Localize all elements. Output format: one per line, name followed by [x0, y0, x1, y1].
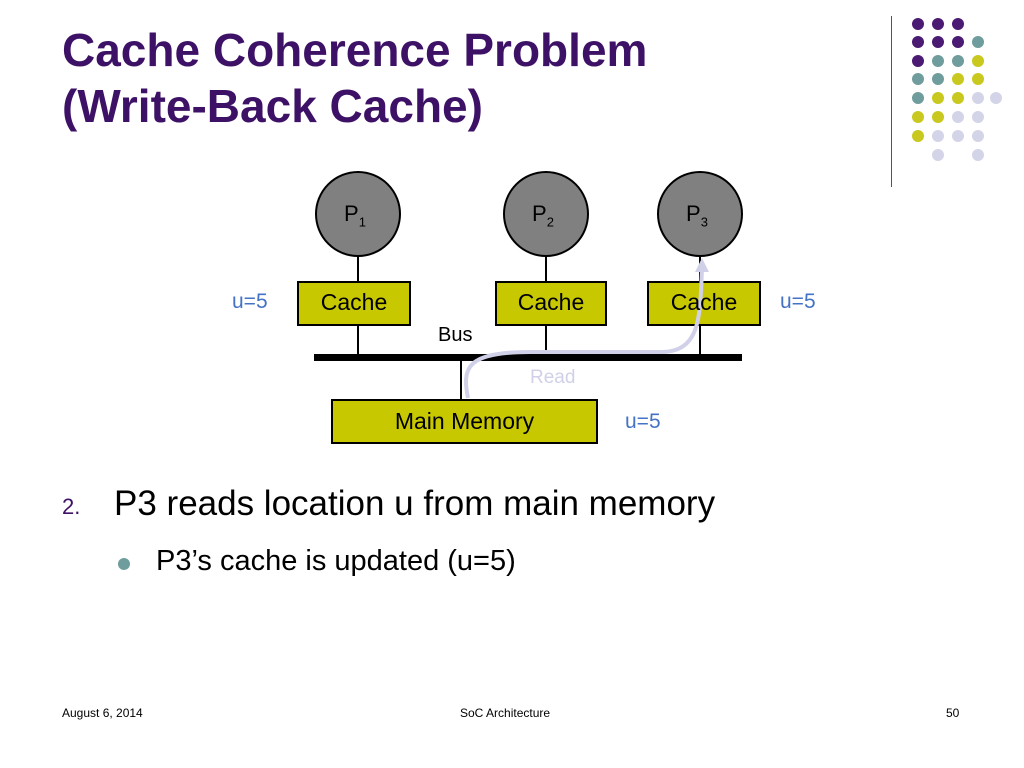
- decorative-dots: [912, 18, 1002, 161]
- bullet-number: 2.: [62, 494, 81, 519]
- slide-title: Cache Coherence Problem (Write-Back Cach…: [62, 22, 862, 134]
- footer-page-number: 50: [946, 706, 960, 720]
- p1-cache-value: u=5: [232, 290, 268, 313]
- footer-course: SoC Architecture: [460, 706, 551, 720]
- dot-grid: [912, 18, 1002, 161]
- cache-p1: [297, 281, 411, 326]
- p1-label: P1: [344, 201, 366, 230]
- cache-diagram: [297, 171, 761, 444]
- cache-p1-label: Cache: [320, 289, 388, 315]
- cache-p2-label: Cache: [517, 289, 585, 315]
- read-arrowhead: [695, 258, 709, 272]
- sub-bullet-dot: [118, 558, 130, 570]
- bus-line: [314, 354, 742, 361]
- processor-p3: [657, 171, 743, 257]
- cache-p3-label: Cache: [670, 289, 738, 315]
- divider-line: [891, 16, 892, 187]
- bus-label: Bus: [438, 324, 473, 346]
- p3-cache-value: u=5: [780, 290, 816, 313]
- cache-p3: [647, 281, 761, 326]
- footer-date: August 6, 2014: [62, 706, 143, 720]
- p2-label: P2: [532, 201, 554, 230]
- memory-value: u=5: [625, 410, 661, 433]
- read-label: Read: [530, 367, 576, 388]
- cache-p2: [495, 281, 607, 326]
- title-line-1: Cache Coherence Problem: [62, 24, 648, 76]
- title-line-2: (Write-Back Cache): [62, 80, 483, 132]
- processor-p2: [503, 171, 589, 257]
- processor-p1: [315, 171, 401, 257]
- main-memory-label: Main Memory: [394, 408, 535, 434]
- main-bullet: P3 reads location u from main memory: [114, 484, 716, 523]
- p3-label: P3: [686, 201, 708, 230]
- main-memory-box: [331, 399, 598, 444]
- sub-bullet: P3’s cache is updated (u=5): [156, 545, 516, 577]
- read-arrow: [464, 267, 704, 399]
